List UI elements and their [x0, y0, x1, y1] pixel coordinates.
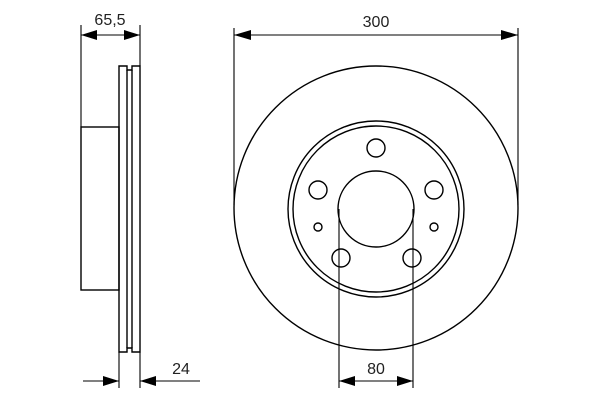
bolt-hole-top	[366, 138, 386, 158]
bolt-hole-right	[424, 180, 444, 200]
bolt-hole-bottom-left	[331, 248, 351, 268]
thickness-label: 24	[172, 361, 190, 378]
dimension-diameter: 300	[233, 14, 519, 205]
dimension-height: 65,5	[80, 12, 141, 127]
bolt-hole-bottom-right	[402, 248, 422, 268]
small-hole-right	[429, 222, 439, 232]
diameter-label: 300	[363, 14, 390, 31]
bolt-hole-left	[308, 180, 328, 200]
dimension-bore: 80	[338, 209, 414, 388]
side-view: 65,5 24	[80, 12, 200, 388]
bore-label: 80	[367, 361, 385, 378]
disc-plate-outline	[118, 65, 141, 353]
hat-ring-outer	[287, 120, 465, 298]
outer-rim	[233, 65, 519, 351]
front-view: 300 80	[233, 14, 519, 388]
small-hole-left	[313, 222, 323, 232]
dimension-thickness: 24	[83, 352, 200, 388]
height-label: 65,5	[94, 12, 125, 29]
hat-ring-inner	[292, 125, 460, 293]
hub-profile	[80, 126, 120, 291]
center-bore	[337, 170, 415, 248]
